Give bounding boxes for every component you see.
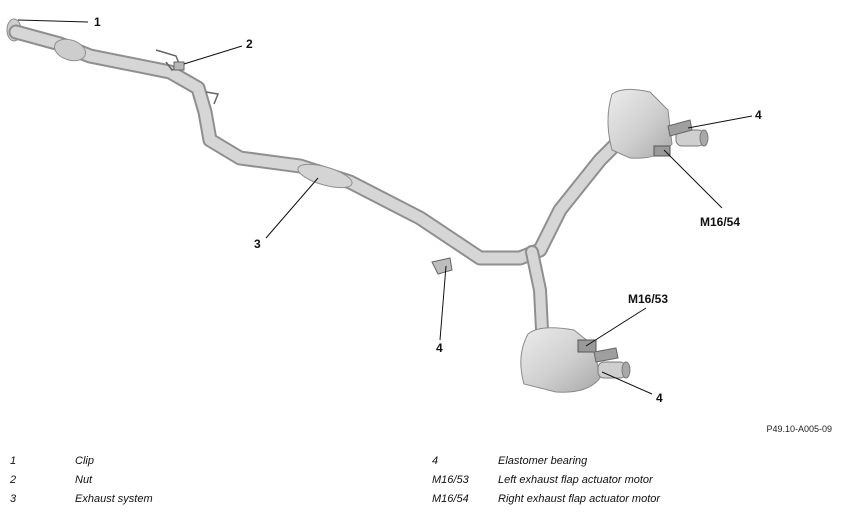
exhaust-pipe <box>6 18 628 337</box>
legend-code: 3 <box>10 493 17 505</box>
legend-row: 1 Clip <box>10 452 153 471</box>
document-reference: P49.10-A005-09 <box>766 424 832 434</box>
callout-4-bearing-upper-right: 4 <box>755 108 762 122</box>
clip <box>155 49 185 71</box>
legend-row: 4 Elastomer bearing <box>432 452 660 471</box>
callout-m16-53: M16/53 <box>628 292 668 306</box>
elastomer-bearing-middle <box>431 257 453 275</box>
legend-label: Elastomer bearing <box>498 455 588 467</box>
callout-2: 2 <box>246 37 253 51</box>
legend-row: 3 Exhaust system <box>10 490 153 509</box>
callout-1: 1 <box>94 15 101 29</box>
upper-hanger <box>205 91 220 105</box>
callout-3: 3 <box>254 237 261 251</box>
legend-label: Right exhaust flap actuator motor <box>498 493 661 505</box>
exhaust-system-diagram: 1 2 3 4 4 M16/54 M16/53 4 <box>6 15 762 405</box>
legend-row: 2 Nut <box>10 471 153 490</box>
callout-m16-54: M16/54 <box>700 215 740 229</box>
legend-code: M16/53 <box>432 474 469 486</box>
legend-code: M16/54 <box>432 493 469 505</box>
legend-code: 1 <box>10 455 17 467</box>
legend-code: 4 <box>432 455 439 467</box>
legend-label: Nut <box>75 474 93 486</box>
legend-row: M16/54 Right exhaust flap actuator motor <box>432 490 660 509</box>
callout-labels: 1 2 3 4 4 M16/54 M16/53 4 <box>94 15 762 405</box>
upper-right-muffler <box>607 88 709 159</box>
legend-label: Clip <box>75 455 94 467</box>
legend-row: M16/53 Left exhaust flap actuator motor <box>432 471 660 490</box>
lower-left-muffler <box>520 327 631 393</box>
legend-right-column: 4 Elastomer bearing M16/53 Left exhaust fl… <box>432 452 660 509</box>
leader-lines <box>17 19 753 395</box>
legend-left-column: 1 Clip 2 Nut 3 Exhaust system <box>10 452 153 509</box>
callout-4-bearing-middle: 4 <box>436 341 443 355</box>
legend-label: Exhaust system <box>75 493 153 505</box>
callout-4-bearing-lower: 4 <box>656 391 663 405</box>
legend-code: 2 <box>10 474 17 486</box>
legend-label: Left exhaust flap actuator motor <box>498 474 653 486</box>
